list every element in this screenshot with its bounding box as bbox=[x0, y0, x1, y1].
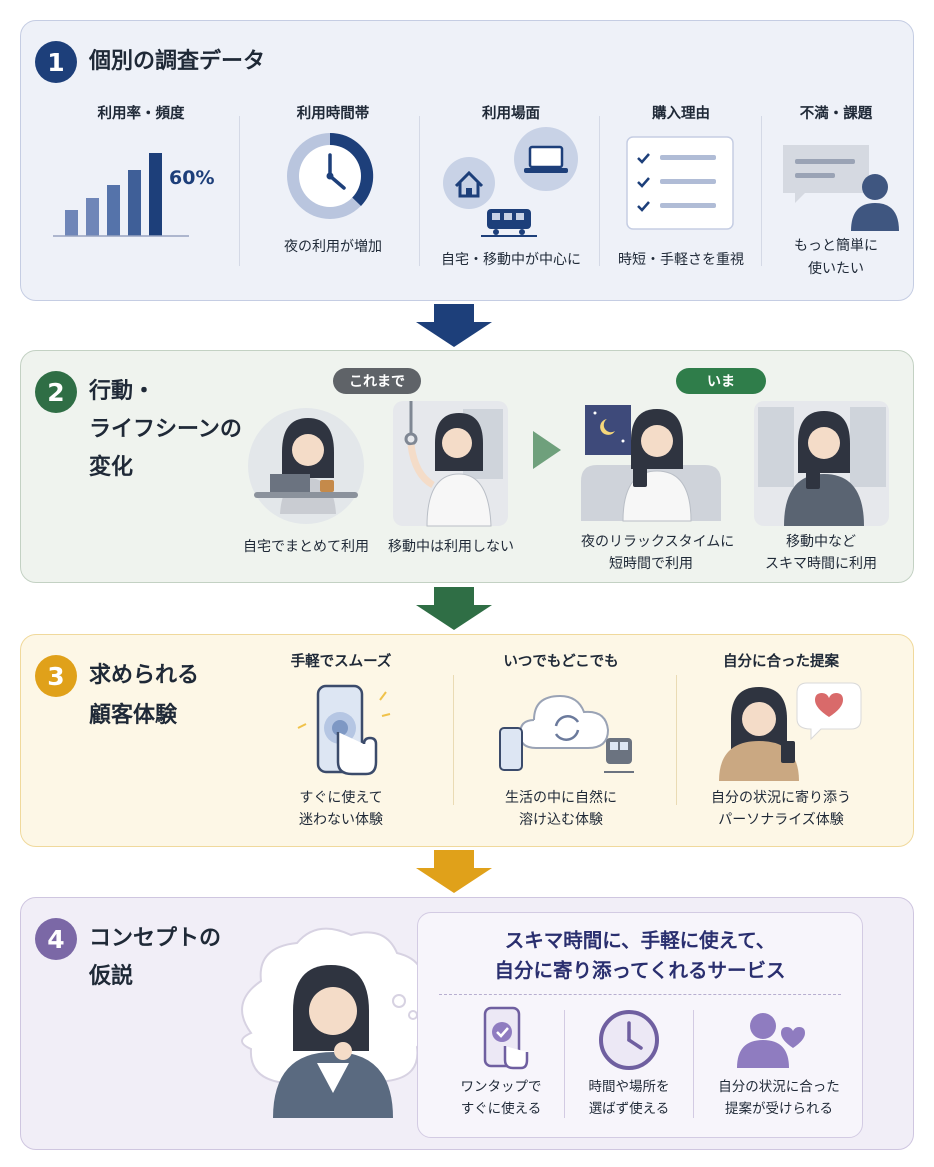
bar-chart-icon bbox=[53, 153, 189, 237]
panel-title-line2: ライフシーンの bbox=[89, 417, 242, 442]
now-label: いま bbox=[676, 368, 766, 394]
experience-anywhere-caption-line1: 生活の中に自然に bbox=[505, 790, 617, 806]
concept-item-anytime-line2: 選ばず使える bbox=[588, 1101, 670, 1117]
concept-item-onetap-line1: ワンタップで bbox=[460, 1079, 542, 1095]
one-tap-phone-icon bbox=[483, 1006, 529, 1070]
tap-phone-icon bbox=[297, 684, 391, 776]
cloud-sync-devices-icon bbox=[499, 694, 634, 773]
clock-icon bbox=[287, 132, 374, 219]
usage-scene-label: 利用場面 bbox=[482, 106, 540, 122]
purchase-reason-label: 購入理由 bbox=[652, 106, 710, 122]
divider bbox=[564, 1010, 565, 1118]
woman-heart-bubble-illustration bbox=[719, 682, 862, 781]
divider bbox=[239, 116, 240, 266]
complaint-caption-line2: 使いたい bbox=[808, 261, 864, 277]
home-laptop-train-icon bbox=[443, 127, 578, 237]
divider bbox=[676, 675, 677, 805]
divider bbox=[599, 116, 600, 266]
divider bbox=[761, 116, 762, 266]
step-number-3: 3 bbox=[35, 655, 77, 697]
step-number-2: 2 bbox=[35, 371, 77, 413]
complaint-label: 不満・課題 bbox=[799, 106, 873, 122]
divider bbox=[453, 675, 454, 805]
scene-commute-phone-caption-line2: スキマ時間に利用 bbox=[765, 556, 877, 572]
experience-heading-anywhere: いつでもどこでも bbox=[503, 654, 619, 670]
divider bbox=[693, 1010, 694, 1118]
panel-title-line1: 求められる bbox=[89, 663, 200, 688]
before-label: これまで bbox=[333, 368, 421, 394]
concept-item-anytime-line1: 時間や場所を bbox=[588, 1079, 670, 1095]
panel-title: 個別の調査データ bbox=[89, 49, 266, 74]
usage-rate-value: 60% bbox=[169, 167, 215, 189]
time-slot-caption: 夜の利用が増加 bbox=[284, 239, 382, 255]
panel-title-line3: 変化 bbox=[89, 455, 134, 480]
experience-anywhere-caption-line2: 溶け込む体験 bbox=[519, 812, 603, 828]
woman-phone-on-train-illustration bbox=[754, 401, 889, 526]
thinking-woman-illustration bbox=[241, 927, 432, 1118]
down-arrow-icon bbox=[416, 587, 492, 630]
experience-heading-personal: 自分に合った提案 bbox=[723, 654, 839, 670]
concept-statement-line1: スキマ時間に、手軽に使えて、 bbox=[504, 929, 776, 952]
panel-title-line2: 顧客体験 bbox=[89, 703, 178, 728]
experience-smooth-caption-line2: 迷わない体験 bbox=[299, 812, 383, 828]
concept-hypothesis-panel: 4 コンセプトの 仮説 スキマ時間に、手軽に使えて、 自分に寄り添ってくれるサー… bbox=[20, 897, 914, 1150]
scene-night-caption-line2: 短時間で利用 bbox=[609, 556, 693, 572]
woman-commuting-illustration bbox=[393, 401, 508, 527]
scene-commute-caption: 移動中は利用しない bbox=[388, 539, 514, 555]
clock-icon bbox=[599, 1010, 659, 1070]
scene-commute-phone-caption-line1: 移動中など bbox=[786, 534, 856, 550]
usage-scene-caption: 自宅・移動中が中心に bbox=[441, 252, 581, 268]
step-number-4: 4 bbox=[35, 918, 77, 960]
divider bbox=[419, 116, 420, 266]
experience-heading-smooth: 手軽でスムーズ bbox=[290, 654, 392, 670]
scene-home-caption: 自宅でまとめて利用 bbox=[243, 539, 369, 555]
experience-personal-caption-line1: 自分の状況に寄り添う bbox=[711, 790, 851, 806]
woman-laptop-at-home-illustration bbox=[248, 408, 364, 524]
purchase-reason-caption: 時短・手軽さを重視 bbox=[618, 252, 744, 268]
experience-smooth-caption-line1: すぐに使えて bbox=[299, 790, 383, 806]
panel-title-line1: 行動・ bbox=[89, 379, 156, 404]
checklist-icon bbox=[626, 136, 734, 230]
behavior-change-panel: 2 行動・ ライフシーンの 変化 これまで いま 自宅でまとめて利用 移動中は利… bbox=[20, 350, 914, 583]
scene-night-caption-line1: 夜のリラックスタイムに bbox=[581, 534, 735, 550]
speech-bubble-person-icon bbox=[783, 145, 899, 231]
research-data-panel: 1 個別の調査データ 利用率・頻度 60% 利用時間帯 夜の利用が増加 利用場面 bbox=[20, 20, 914, 301]
down-arrow-icon bbox=[416, 850, 492, 893]
concept-statement-line2: 自分に寄り添ってくれるサービス bbox=[494, 959, 786, 982]
woman-relaxing-at-night-illustration bbox=[581, 405, 721, 522]
concept-item-onetap-line2: すぐに使える bbox=[460, 1101, 542, 1117]
concept-item-personal-line1: 自分の状況に合った bbox=[718, 1079, 840, 1095]
customer-experience-panel: 3 求められる 顧客体験 手軽でスムーズ すぐに使えて 迷わない体験 いつでもど… bbox=[20, 634, 914, 847]
experience-personal-caption-line2: パーソナライズ体験 bbox=[718, 812, 844, 828]
concept-divider bbox=[439, 994, 841, 995]
down-arrow-icon bbox=[416, 304, 492, 347]
panel-title-line1: コンセプトの bbox=[89, 926, 222, 951]
panel-title-line2: 仮説 bbox=[89, 964, 134, 989]
complaint-caption-line1: もっと簡単に bbox=[794, 238, 878, 254]
usage-rate-label: 利用率・頻度 bbox=[97, 106, 185, 122]
time-slot-label: 利用時間帯 bbox=[296, 106, 370, 122]
step-number-1: 1 bbox=[35, 41, 77, 83]
transition-arrow-icon bbox=[533, 431, 561, 469]
concept-item-personal-line2: 提案が受けられる bbox=[725, 1101, 833, 1117]
person-heart-icon bbox=[737, 1013, 805, 1068]
